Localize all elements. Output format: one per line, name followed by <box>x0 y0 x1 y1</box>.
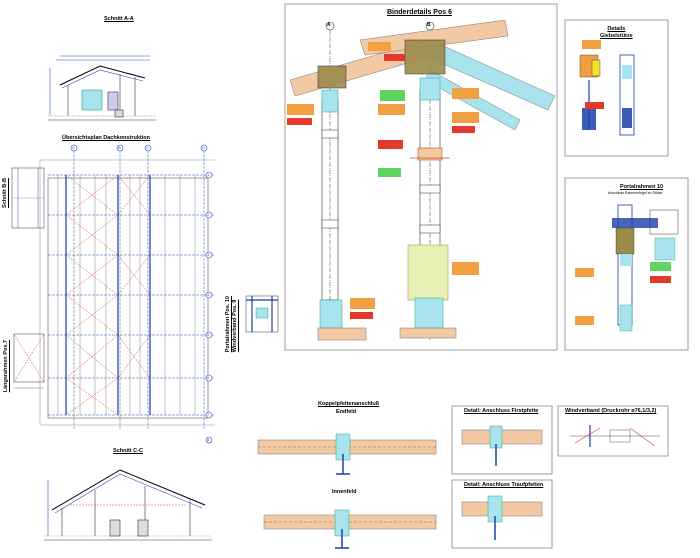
section-cc-drawing <box>44 469 212 541</box>
title-ridge-purlin: Detail: Anschluss Firstpfette <box>464 408 539 414</box>
portal-tag <box>650 276 671 283</box>
eaves-purlin-drawing <box>451 479 553 549</box>
portal-tag <box>575 268 594 277</box>
truss-tag <box>378 104 405 115</box>
plan-axis-8: 8 <box>207 437 210 442</box>
title-portal-frame: Portalrahmen 10 <box>620 184 664 190</box>
truss-tag <box>287 118 312 125</box>
truss-tag <box>452 126 475 133</box>
title-gable-column: Details Giebelstütze <box>600 26 633 39</box>
plan-axis-6: 6 <box>207 375 210 380</box>
gable-column-drawing <box>564 19 669 157</box>
truss-tag <box>350 312 373 319</box>
portal-tag <box>575 316 594 325</box>
plan-axis-b: B <box>118 145 121 150</box>
title-section-bb: Schnitt B-B <box>2 178 8 208</box>
longitudinal-frame-drawing <box>13 333 45 389</box>
wind-bracing-drawing <box>557 405 669 457</box>
truss-tag <box>452 112 479 123</box>
truss-tag <box>350 298 375 309</box>
subtitle-portal-frame: Anschluss Rahmenriegel an Stütze <box>608 191 663 195</box>
truss-tag <box>287 104 314 115</box>
plan-axis-5: 5 <box>207 332 210 337</box>
roof-plan-drawing <box>39 144 215 444</box>
title-portal-frame-small: Portalrahmen Pos. 10 Windverband Pos. 9 <box>225 296 238 353</box>
title-section-cc: Schnitt C-C <box>113 448 143 454</box>
truss-tag <box>452 88 479 99</box>
axis-label-a: A <box>327 22 331 28</box>
purlin-coupling-drawing <box>257 433 437 549</box>
truss-tag <box>452 262 479 275</box>
truss-tag <box>378 168 401 177</box>
truss-tag <box>384 54 405 61</box>
plan-axis-2: 2 <box>207 212 210 217</box>
title-wind-bracing: Windverband (Druckrohr ø76,1/3,2) <box>565 408 657 414</box>
truss-tag <box>380 90 405 101</box>
gable-tag <box>585 102 604 109</box>
truss-details-drawing <box>284 3 558 351</box>
title-purlin-coupling: Koppelpfettenanschluß <box>318 401 380 407</box>
label-end-field: Endfeld <box>336 409 357 415</box>
plan-axis-7: 7 <box>207 412 210 417</box>
plan-axis-a: A <box>72 145 75 150</box>
plan-axis-1: 1 <box>207 172 210 177</box>
truss-tag <box>378 140 403 149</box>
title-longitudinal-frame: Längsrahmen Pos.7 <box>3 340 9 393</box>
section-bb-drawing <box>11 167 45 229</box>
plan-axis-d: D <box>202 145 205 150</box>
title-section-aa: Schnitt A-A <box>104 16 134 22</box>
ridge-purlin-drawing <box>451 405 553 475</box>
title-roof-plan: Übersichtsplan Dachkonstruktion <box>62 135 151 141</box>
plan-axis-3: 3 <box>207 252 210 257</box>
truss-tag <box>368 42 391 51</box>
axis-label-b: B <box>427 22 431 28</box>
gable-tag <box>582 40 601 49</box>
plan-axis-4: 4 <box>207 292 210 297</box>
title-truss-details: Binderdetails Pos 6 <box>387 9 452 16</box>
portal-tag <box>650 262 671 271</box>
plan-axis-c: C <box>146 145 149 150</box>
portal-frame-small-drawing <box>245 295 279 333</box>
title-eaves-purlin: Detail: Anschluss Traufpfetten <box>464 482 544 488</box>
label-inner-field: Innenfeld <box>332 489 357 495</box>
section-aa-drawing <box>48 55 156 121</box>
